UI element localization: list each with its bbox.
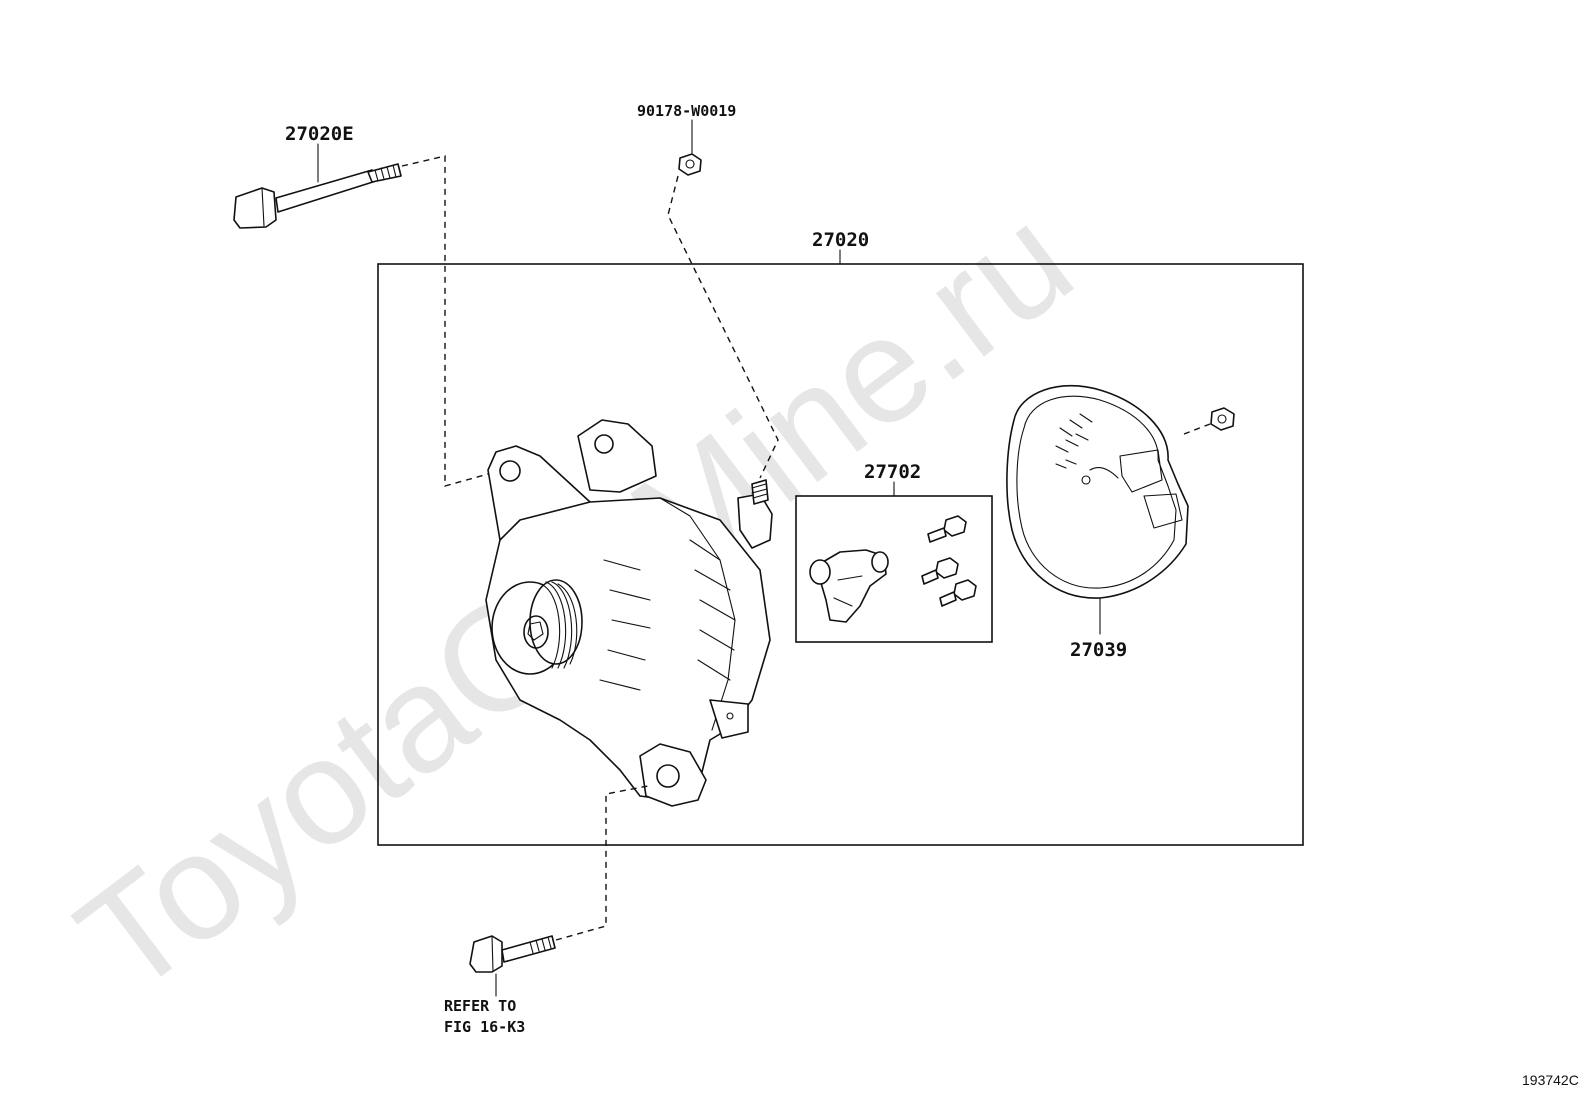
alternator[interactable] [485,419,773,807]
reference-note-line2: FIG 16-K3 [444,1018,525,1036]
callout-regulator-set[interactable]: 27702 [864,461,921,483]
regulator[interactable] [809,549,889,623]
bolt-lower[interactable] [469,935,556,973]
bolt-lower-guide [555,785,649,941]
figure-id: 193742C [1522,1072,1579,1088]
rear-cover-nut-guide [1183,423,1211,435]
nut-upper[interactable] [678,153,702,176]
bolt-upper-guide [401,155,489,487]
nut-upper-guide [667,175,779,479]
callout-alternator-assembly[interactable]: 27020 [812,229,869,251]
callout-rear-cover[interactable]: 27039 [1070,639,1127,661]
rear-cover-nut[interactable] [1210,407,1235,431]
callout-bolt-upper[interactable]: 27020E [285,123,354,145]
rear-cover[interactable] [1006,384,1189,599]
regulator-screws[interactable] [921,515,977,607]
reference-note-line1: REFER TO [444,997,516,1015]
bolt-upper[interactable] [233,163,402,229]
callout-nut-upper[interactable]: 90178-W0019 [637,102,736,120]
